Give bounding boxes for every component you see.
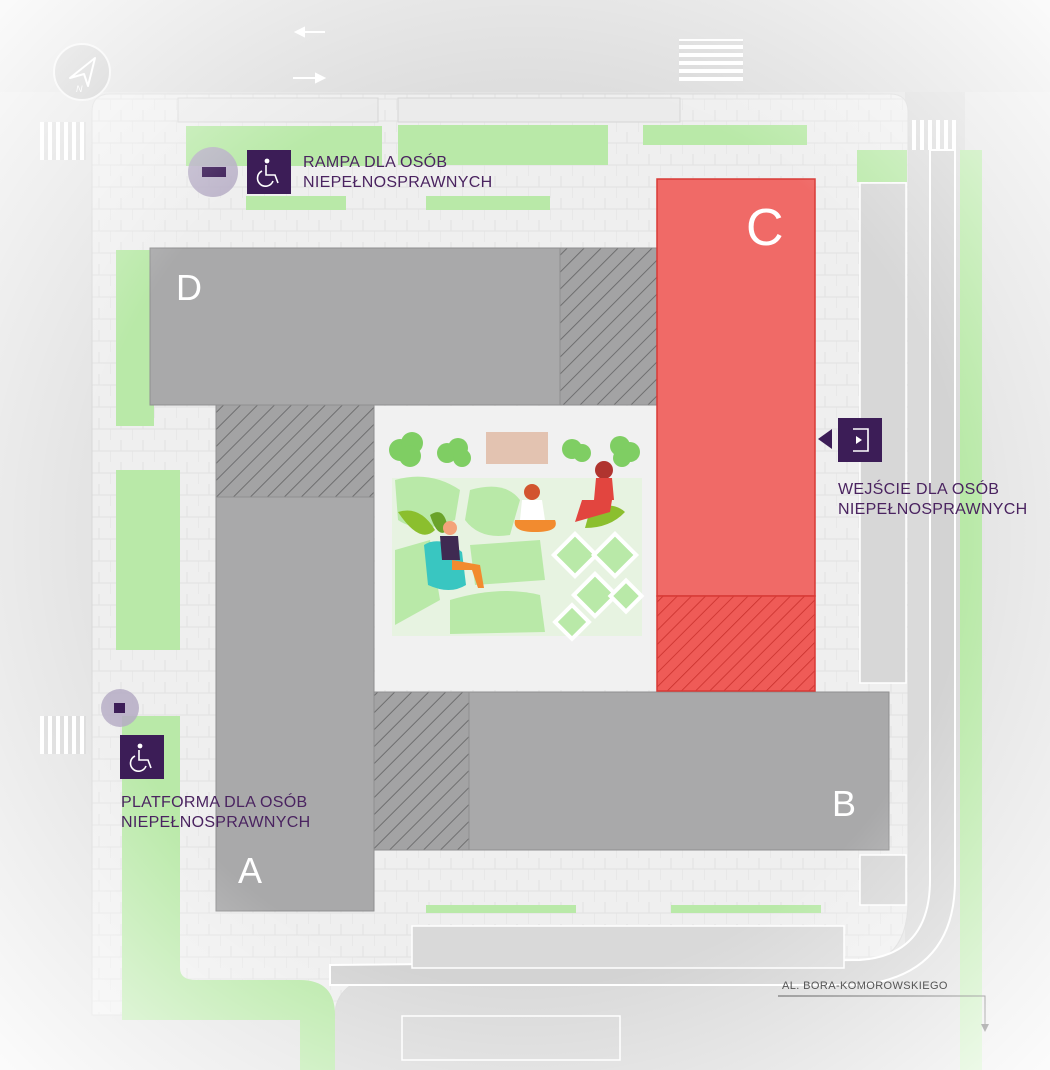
building-a-label: A	[238, 850, 263, 891]
ramp-label: RAMPA DLA OSÓB NIEPEŁNOSPRAWNYCH	[303, 153, 492, 193]
building-d-label: D	[176, 267, 202, 308]
platform-wheelchair-icon	[120, 735, 164, 779]
entrance-label: WEJŚCIE DLA OSÓB NIEPEŁNOSPRAWNYCH	[838, 480, 1027, 520]
building-c-label: C	[746, 199, 784, 257]
entrance-label-line1: WEJŚCIE DLA OSÓB	[838, 481, 1000, 498]
platform-label-line1: PLATFORMA DLA OSÓB	[121, 794, 308, 811]
building-b-label: B	[832, 783, 857, 824]
platform-label: PLATFORMA DLA OSÓB NIEPEŁNOSPRAWNYCH	[121, 793, 310, 833]
ramp-label-line2: NIEPEŁNOSPRAWNYCH	[303, 174, 493, 191]
entrance-door-icon	[838, 418, 882, 462]
street-name: AL. BORA-KOMOROWSKIEGO	[782, 980, 948, 992]
platform-label-line2: NIEPEŁNOSPRAWNYCH	[121, 814, 311, 831]
ramp-wheelchair-icon	[247, 150, 291, 194]
entrance-label-line2: NIEPEŁNOSPRAWNYCH	[838, 501, 1028, 518]
ramp-label-line1: RAMPA DLA OSÓB	[303, 154, 448, 171]
